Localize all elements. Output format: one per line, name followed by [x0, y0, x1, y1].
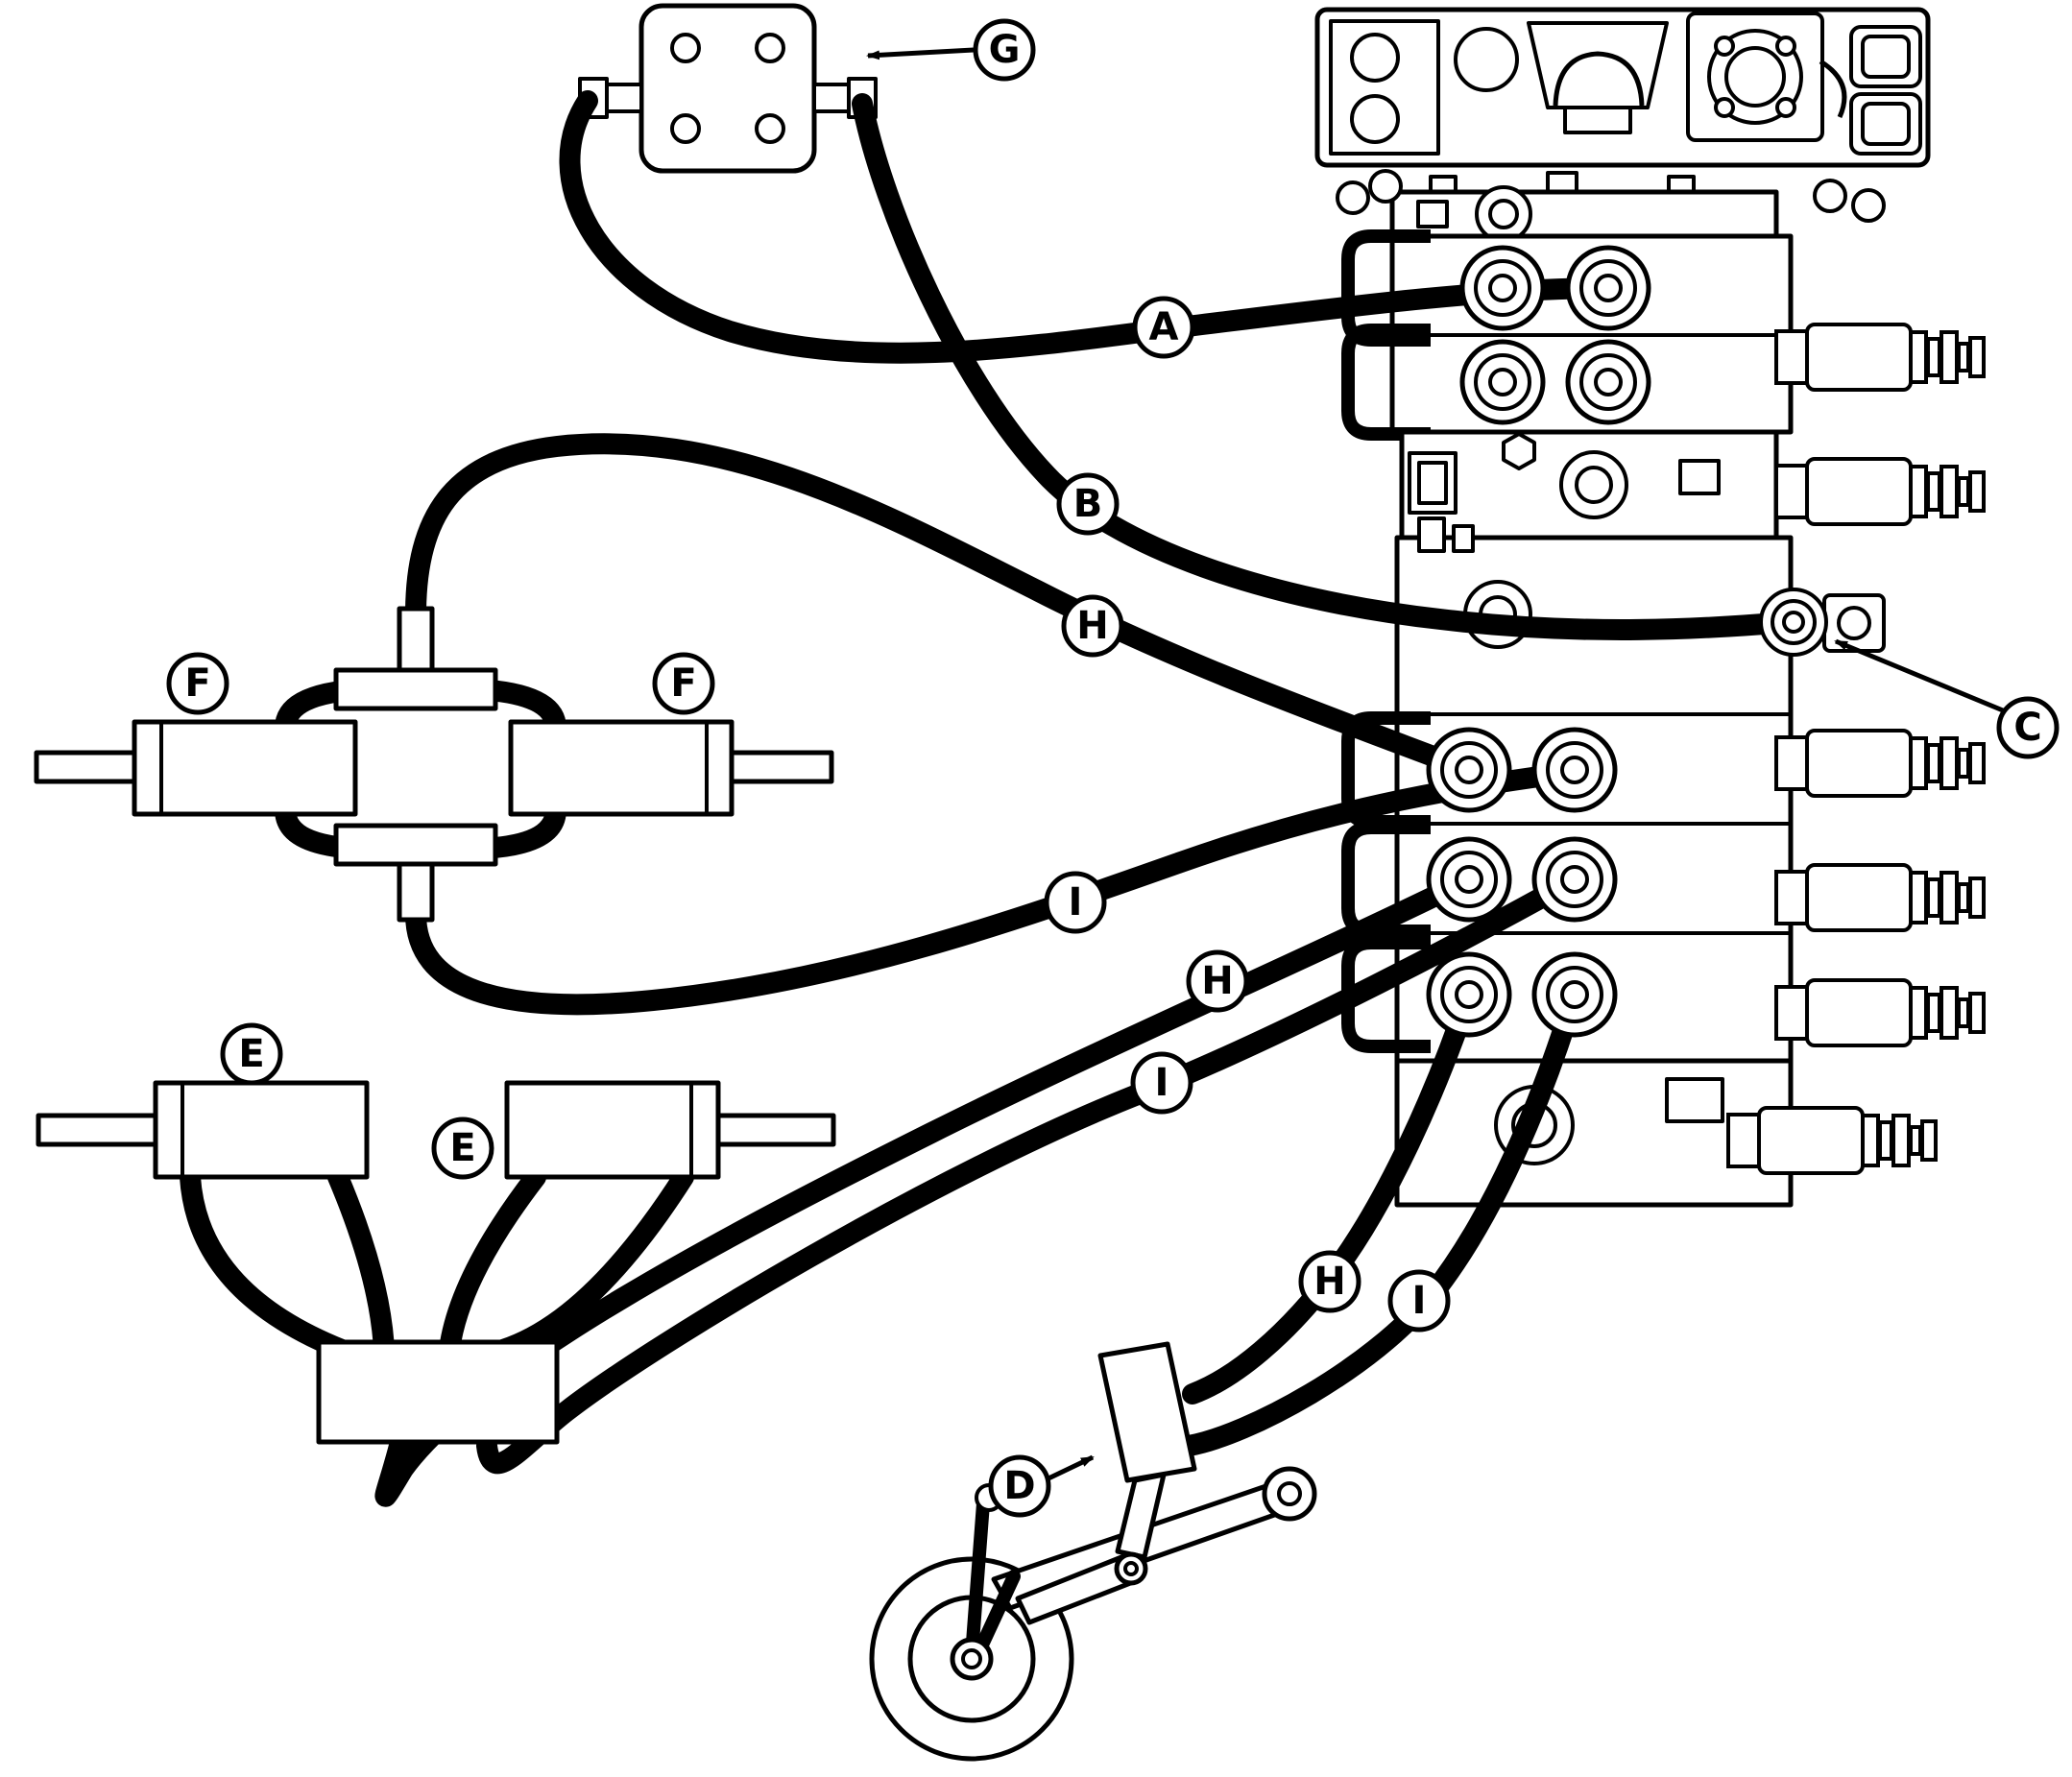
valve-port — [1462, 248, 1543, 328]
shackle-bracket — [1527, 21, 1669, 109]
callout-label: D — [1003, 1464, 1035, 1508]
callout-label: F — [670, 661, 696, 706]
valve-port — [1429, 839, 1509, 920]
cylinder-f-right — [508, 719, 735, 817]
component-g-block — [578, 3, 878, 174]
port-c-fitting — [1759, 588, 1886, 657]
cylinder-f-left — [132, 719, 358, 817]
cylinder-e-left — [153, 1080, 370, 1180]
e-feed-hose — [439, 1166, 546, 1360]
callout-e-2: E — [431, 1117, 494, 1180]
e-feed-hose — [327, 1166, 395, 1360]
solenoid-valve — [1774, 729, 1986, 798]
component-g-body — [638, 3, 817, 174]
callout-i-2: I — [1130, 1051, 1193, 1115]
cylinder-pair-e — [36, 1080, 836, 1445]
valve-port — [1568, 342, 1649, 422]
hose-clamp-icon — [1368, 169, 1403, 204]
callout-h-2: H — [1186, 949, 1249, 1013]
left-fitting — [605, 83, 643, 113]
solenoid-valve — [1726, 1106, 1938, 1175]
tee-fitting-bottom — [333, 823, 498, 867]
callout-g-arrow — [866, 47, 975, 60]
hose-a — [559, 90, 1619, 364]
callout-label: I — [1155, 1061, 1169, 1105]
callout-label: F — [184, 661, 210, 706]
callout-i-1: I — [1044, 871, 1107, 934]
callout-i-3: I — [1387, 1269, 1451, 1333]
hose-h-upper — [405, 433, 1480, 780]
solenoid-valve — [1774, 323, 1986, 392]
valve-ports — [1429, 248, 1886, 1035]
caster-fork — [965, 1497, 990, 1662]
hoses — [180, 90, 1798, 1507]
callout-f-1: F — [166, 652, 229, 715]
solenoid-valve — [1774, 863, 1986, 932]
callout-b: B — [1056, 472, 1120, 536]
callout-c: C — [1996, 696, 2060, 759]
cylinder-rod — [715, 1113, 836, 1147]
callouts: G A B H F F C I — [166, 18, 2060, 1518]
wire-lead — [1819, 59, 1847, 119]
callout-a: A — [1132, 296, 1195, 359]
cylinder-e-right — [504, 1080, 721, 1180]
hose-b — [852, 93, 1798, 640]
cylinder-rod — [36, 1113, 158, 1147]
solenoid-valve — [1774, 978, 1986, 1047]
callout-label: A — [1149, 305, 1179, 349]
tee-fitting-bottom — [397, 861, 435, 923]
callout-label: E — [449, 1126, 475, 1170]
callout-label: H — [1076, 604, 1108, 648]
hose-clamp-icon — [1813, 179, 1847, 213]
callout-f-2: F — [652, 652, 715, 715]
right-fitting — [812, 83, 851, 113]
cylinder-d — [1097, 1341, 1197, 1586]
callout-h-3: H — [1298, 1250, 1361, 1313]
valve-port — [1429, 954, 1509, 1035]
callout-label: H — [1313, 1260, 1345, 1304]
hose-clamp-icon — [1336, 180, 1370, 215]
hose-i-upper — [405, 761, 1585, 1016]
callout-label: G — [989, 28, 1021, 72]
cylinder-rod — [729, 750, 834, 784]
callout-h-1: H — [1061, 594, 1124, 658]
callout-label: E — [238, 1032, 264, 1076]
valve-port — [1534, 730, 1615, 810]
valve-port — [1534, 954, 1615, 1035]
callout-e-1: E — [220, 1022, 283, 1086]
cylinder-rod — [34, 750, 137, 784]
hex-bolt-icon — [1502, 432, 1536, 470]
callout-label: B — [1073, 482, 1103, 526]
valve-top-plate — [1389, 189, 1779, 239]
tee-fitting-top — [333, 667, 498, 711]
callout-label: C — [2013, 706, 2041, 750]
valve-port — [1429, 730, 1509, 810]
callout-d: D — [988, 1454, 1051, 1518]
mounting-bracket — [1314, 7, 1931, 168]
cylinder-d-rod — [1115, 1472, 1167, 1560]
callout-d-arrow — [1047, 1454, 1095, 1481]
cylinder-d-body — [1097, 1341, 1197, 1483]
valve-port — [1534, 839, 1615, 920]
callout-c-leader — [1834, 638, 2004, 713]
callout-label: H — [1201, 959, 1233, 1003]
cylinder-pair-f — [34, 606, 834, 923]
caster-wheel-assembly — [869, 1466, 1317, 1762]
adapter-section — [1399, 429, 1986, 540]
hose-clamp-icon — [1851, 188, 1886, 223]
callout-label: I — [1069, 880, 1083, 925]
valve-end-section — [1394, 1058, 1938, 1208]
valve-port — [1462, 342, 1543, 422]
e-feed-hose — [180, 1166, 352, 1360]
callout-g: G — [973, 18, 1036, 82]
tee-fitting-top — [397, 606, 435, 675]
callout-label: I — [1412, 1279, 1427, 1323]
valve-port — [1568, 248, 1649, 328]
hose-h-middle — [374, 869, 1480, 1507]
manifold-block — [316, 1339, 560, 1445]
solenoid-valve — [1774, 457, 1986, 526]
